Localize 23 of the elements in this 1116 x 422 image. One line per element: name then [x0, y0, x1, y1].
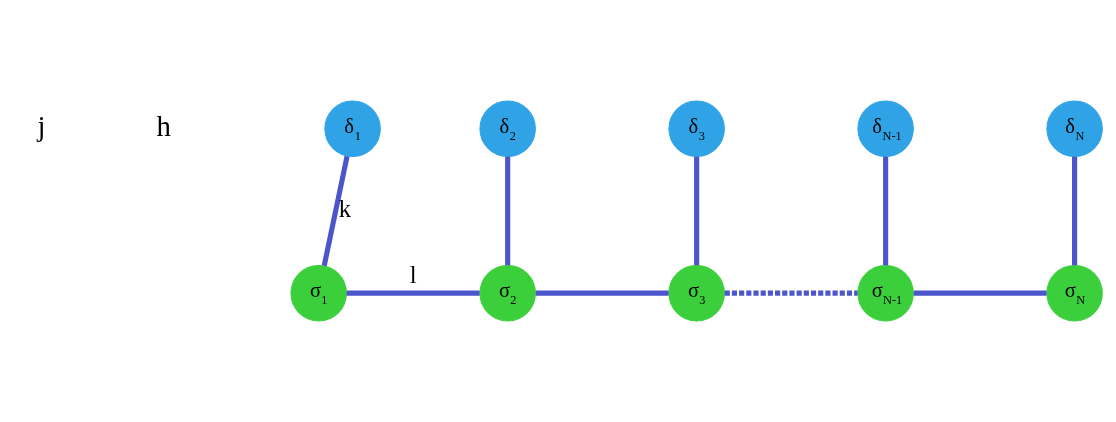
node-circle: σ$_{1}$: [290, 264, 347, 322]
label: j: [37, 109, 46, 142]
node-circle: σ$_{3}$: [668, 264, 725, 322]
connector: [724, 290, 858, 296]
node-circle: δ$_{N-1}$: [857, 100, 914, 158]
node-circle: σ$_{N}$: [1046, 264, 1103, 322]
connector: [321, 155, 350, 267]
connector: [1072, 156, 1078, 266]
node-circle: δ$_{N}$: [1046, 100, 1103, 158]
connector: [883, 156, 889, 266]
node-circle: δ$_{2}$: [479, 100, 536, 158]
connector: [694, 156, 700, 266]
connector: [346, 290, 480, 296]
connector: [535, 290, 669, 296]
edge-label: l: [409, 261, 417, 289]
connector: [913, 290, 1047, 296]
node-circle: σ$_{N-1}$: [857, 264, 914, 322]
connector: [505, 156, 511, 266]
edge-label: k: [338, 195, 352, 223]
node-circle: σ$_{2}$: [479, 264, 536, 322]
node-circle: δ$_{1}$: [324, 100, 381, 158]
node-circle: δ$_{3}$: [668, 100, 725, 158]
label: h: [156, 109, 171, 142]
